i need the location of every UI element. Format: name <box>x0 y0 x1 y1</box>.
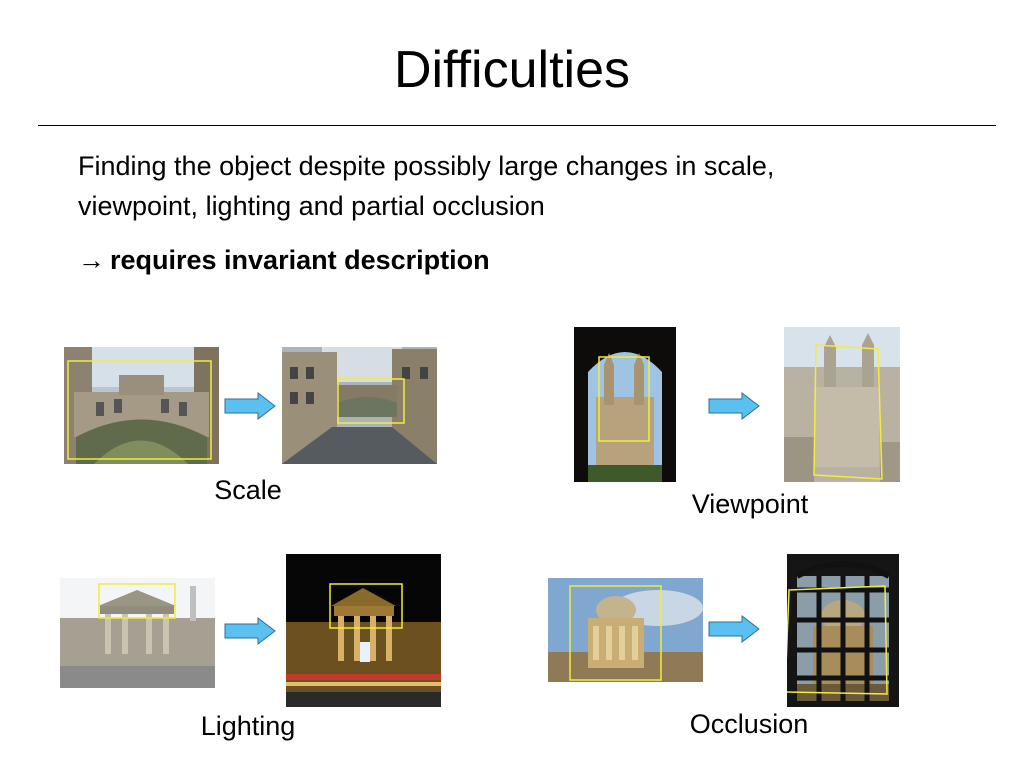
scale-label: Scale <box>214 475 282 505</box>
scale-photo-transformed <box>282 347 437 464</box>
occlusion-photo-transformed <box>787 554 899 707</box>
right-arrow-icon: → <box>78 245 105 275</box>
occlusion-photo-original <box>548 578 703 682</box>
scale-arrow-icon <box>224 392 276 420</box>
viewpoint-photo-original <box>574 327 676 482</box>
intro-paragraph: Finding the object despite possibly larg… <box>78 151 775 221</box>
lighting-photo-transformed <box>286 554 441 707</box>
occlusion-arrow-icon <box>708 615 760 643</box>
lighting-photo-original <box>60 578 215 688</box>
viewpoint-arrow-icon <box>708 392 760 420</box>
scale-photo-original <box>64 347 219 464</box>
viewpoint-label: Viewpoint <box>691 489 809 519</box>
occlusion-label: Occlusion <box>689 709 809 739</box>
lighting-label: Lighting <box>200 711 296 741</box>
lighting-arrow-icon <box>224 617 276 645</box>
viewpoint-photo-transformed <box>784 327 900 482</box>
title-divider <box>38 125 996 126</box>
key-point-text: requires invariant description <box>110 245 490 275</box>
slide-title: Difficulties <box>393 41 630 99</box>
key-point: →requires invariant description <box>78 240 490 280</box>
